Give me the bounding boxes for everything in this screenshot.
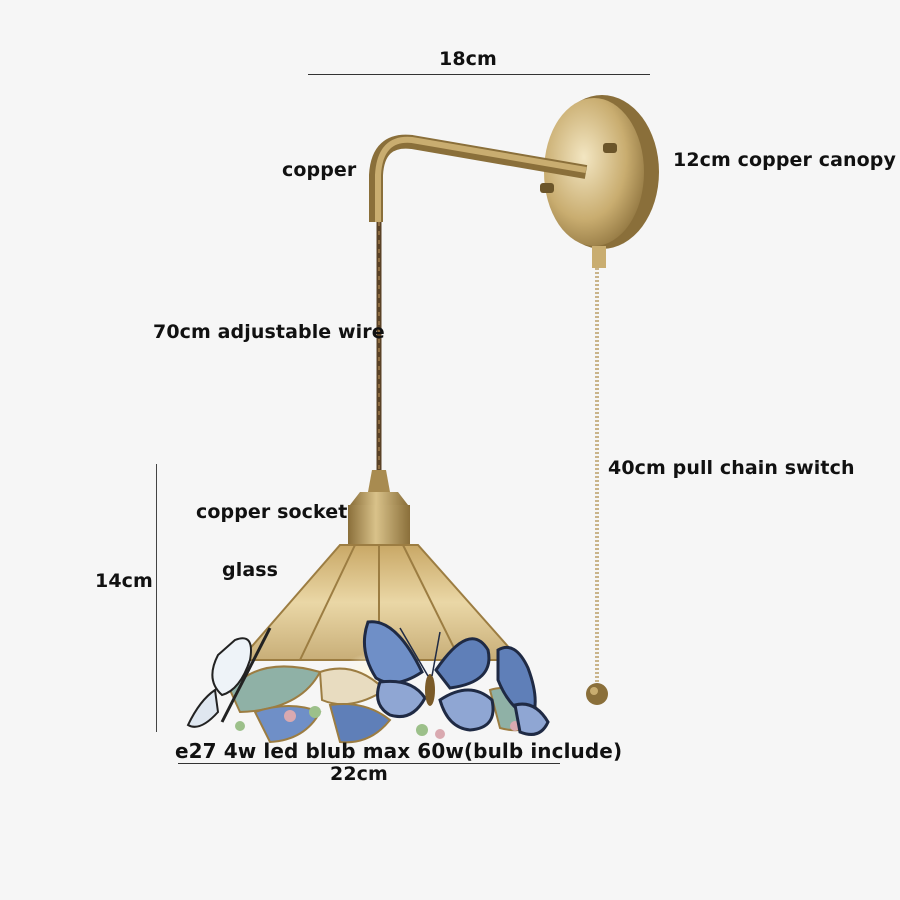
shade-width-label: 22cm [330, 763, 388, 785]
butterfly-right-icon [496, 645, 550, 736]
butterfly-center-icon [362, 620, 495, 732]
shade-material-label: glass [222, 559, 279, 581]
height-label: 14cm [95, 570, 153, 592]
arm-material-label: copper [282, 159, 357, 181]
height-dimension-line [156, 464, 157, 732]
bulb-spec-label: e27 4w led blub max 60w(bulb include) [175, 739, 623, 763]
butterfly-left-icon [186, 627, 272, 728]
top-width-dimension-line [308, 74, 650, 75]
top-width-label: 18cm [439, 48, 497, 70]
canopy-icon [540, 95, 659, 268]
socket-label: copper socket [196, 501, 348, 523]
copper-socket-icon [348, 470, 410, 545]
wire-label: 70cm adjustable wire [153, 321, 385, 343]
shade-width-dimension-line [178, 763, 560, 764]
pull-chain-icon [586, 268, 608, 705]
canopy-label: 12cm copper canopy [673, 149, 896, 171]
pull-chain-label: 40cm pull chain switch [608, 457, 855, 479]
copper-arm-icon [369, 134, 588, 222]
